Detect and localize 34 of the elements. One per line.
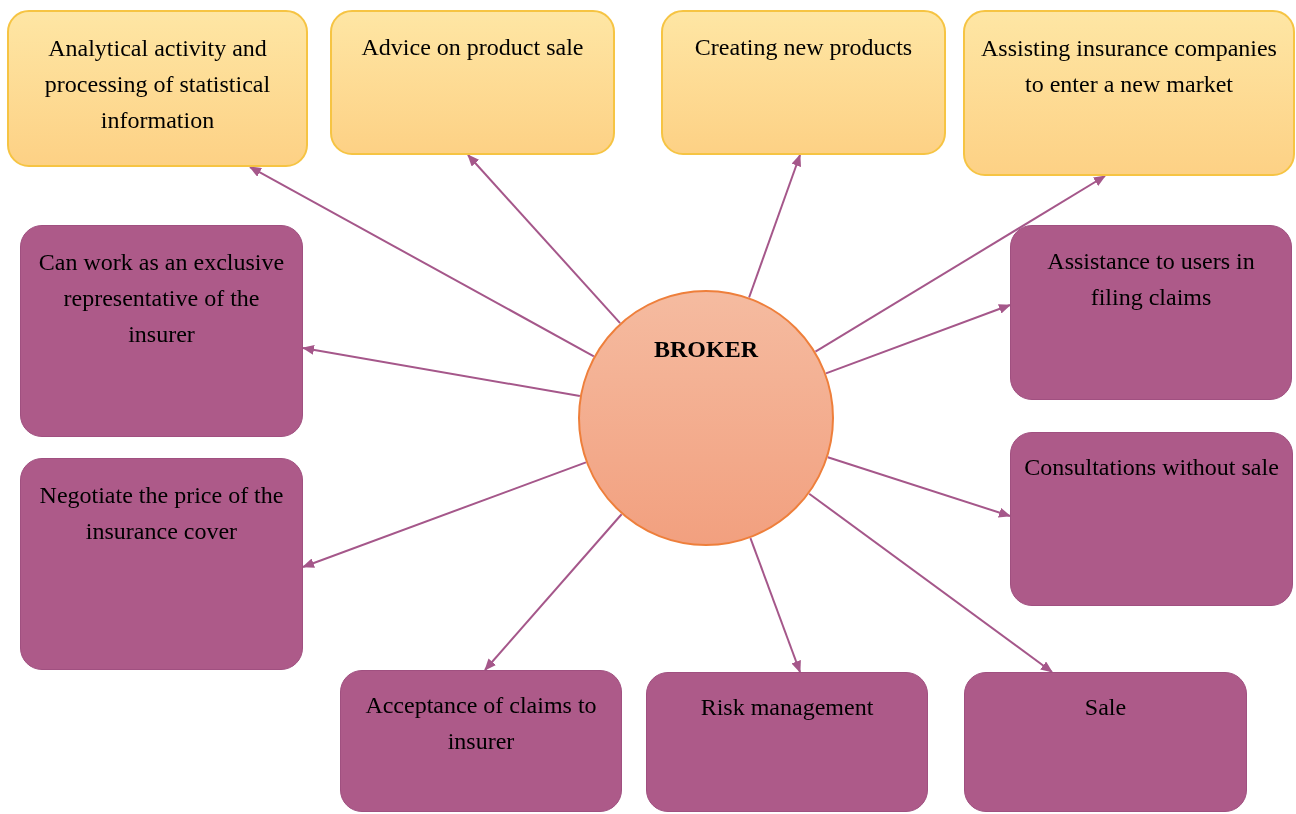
function-box bbox=[963, 10, 1295, 176]
service-box bbox=[20, 225, 303, 437]
arrow bbox=[302, 461, 587, 568]
arrow bbox=[825, 304, 1011, 375]
node-label: Sale bbox=[1084, 694, 1127, 720]
function-box bbox=[330, 10, 615, 155]
arrow bbox=[484, 513, 623, 671]
arrow bbox=[749, 537, 801, 673]
arrow bbox=[748, 154, 801, 299]
service-box bbox=[964, 672, 1247, 812]
node-label: Analytical activity and processing of statistical information bbox=[44, 35, 271, 133]
service-box bbox=[20, 458, 303, 670]
arrow bbox=[808, 492, 1053, 673]
node-label: Advice on product sale bbox=[361, 34, 584, 60]
service-box bbox=[1010, 225, 1292, 400]
service-box bbox=[646, 672, 928, 812]
arrow bbox=[302, 344, 581, 398]
service-box bbox=[340, 670, 622, 812]
arrow bbox=[467, 154, 622, 325]
node-label: Risk management bbox=[700, 694, 874, 720]
service-box bbox=[1010, 432, 1293, 606]
node-label: BROKER bbox=[654, 336, 758, 364]
node-label: Assistance to users in filing claims bbox=[1047, 248, 1255, 310]
node-label: Can work as an exclusive representative of the insurer bbox=[38, 249, 285, 347]
node-label: Acceptance of claims to insurer bbox=[365, 692, 597, 754]
arrow bbox=[814, 175, 1106, 353]
function-box bbox=[661, 10, 946, 155]
node-label: Consultations without sale bbox=[1024, 454, 1279, 480]
function-box bbox=[7, 10, 308, 167]
node-label: Assisting insurance companies to enter a new market bbox=[981, 35, 1277, 97]
node-label: Negotiate the price of the insurance cover bbox=[39, 482, 284, 544]
arrow bbox=[826, 456, 1011, 518]
arrow bbox=[249, 166, 595, 358]
node-label: Creating new products bbox=[694, 34, 913, 60]
